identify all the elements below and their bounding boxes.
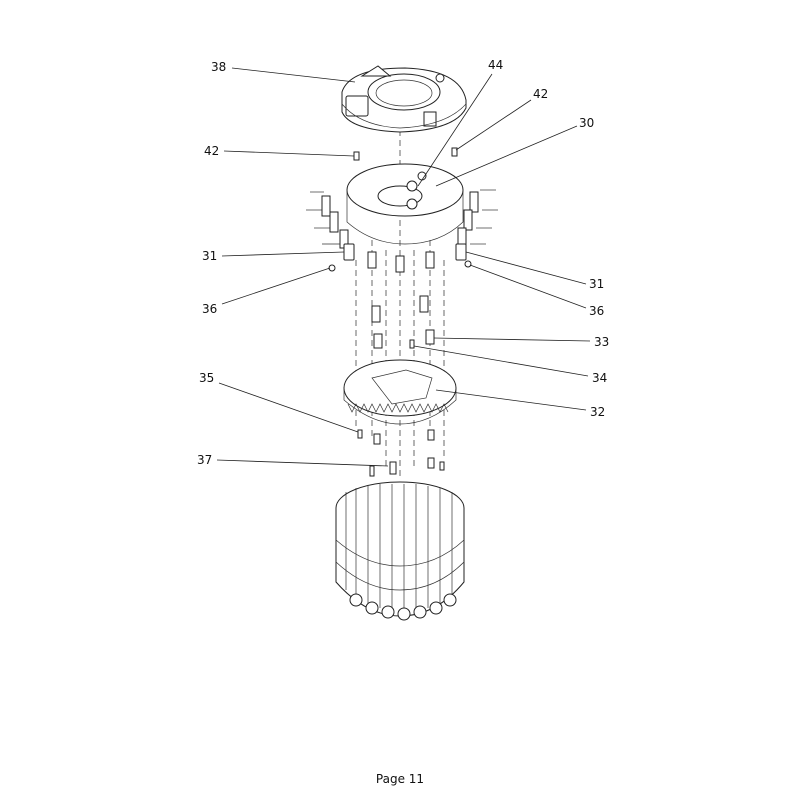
base-fins bbox=[345, 484, 453, 612]
svg-text:36: 36 bbox=[202, 302, 217, 316]
callout-36-right: 36 bbox=[469, 264, 604, 318]
callout-30: 30 bbox=[435, 116, 594, 187]
callout-31-left: 31 bbox=[202, 249, 345, 263]
svg-text:36: 36 bbox=[589, 304, 604, 318]
callout-31-right: 31 bbox=[465, 251, 604, 291]
callout-37: 37 bbox=[197, 453, 389, 467]
svg-text:30: 30 bbox=[579, 116, 594, 130]
callout-42-left: 42 bbox=[204, 144, 355, 158]
callout-35: 35 bbox=[199, 371, 359, 433]
svg-text:44: 44 bbox=[488, 58, 503, 72]
callout-32: 32 bbox=[435, 389, 605, 419]
svg-text:34: 34 bbox=[592, 371, 607, 385]
callout-36-left: 36 bbox=[202, 267, 331, 316]
callout-44: 44 bbox=[417, 58, 503, 187]
clamp-part-31 bbox=[343, 243, 467, 273]
svg-text:32: 32 bbox=[590, 405, 605, 419]
svg-text:38: 38 bbox=[211, 60, 226, 74]
callout-34: 34 bbox=[413, 345, 607, 385]
svg-text:31: 31 bbox=[589, 277, 604, 291]
callout-38: 38 bbox=[211, 60, 356, 83]
ring-plate-part-30 bbox=[346, 163, 464, 245]
base-cylinder-assembly bbox=[335, 481, 465, 621]
standoff-part-33 bbox=[371, 295, 435, 349]
page-number: Page 11 bbox=[375, 772, 425, 786]
callout-33: 33 bbox=[433, 335, 609, 349]
svg-text:42: 42 bbox=[533, 87, 548, 101]
svg-text:42: 42 bbox=[204, 144, 219, 158]
cover-part-38 bbox=[341, 65, 467, 133]
callout-42-right: 42 bbox=[455, 87, 548, 151]
toothed-disk-part-32 bbox=[343, 359, 457, 425]
screw-part-35-37 bbox=[357, 429, 445, 477]
svg-text:33: 33 bbox=[594, 335, 609, 349]
svg-text:35: 35 bbox=[199, 371, 214, 385]
svg-text:37: 37 bbox=[197, 453, 212, 467]
base-connectors bbox=[349, 593, 457, 621]
svg-text:31: 31 bbox=[202, 249, 217, 263]
